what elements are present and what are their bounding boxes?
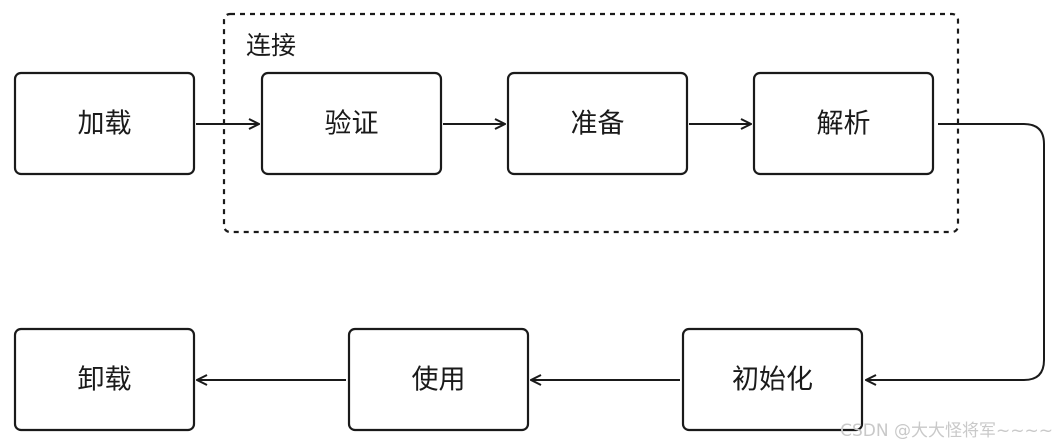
node-verify: 验证 [260,71,443,176]
node-prepare-label: 准备 [571,109,625,140]
node-initialize: 初始化 [681,327,864,432]
node-use: 使用 [347,327,530,432]
node-resolve-label: 解析 [817,109,871,140]
node-load: 加载 [13,71,196,176]
edge-resolve-initialize [866,123,1045,380]
node-initialize-label: 初始化 [732,365,813,396]
node-load-label: 加载 [78,109,132,140]
node-unload: 卸载 [13,327,196,432]
watermark: CSDN @大大怪将军~~~~ [840,421,1053,441]
node-prepare: 准备 [506,71,689,176]
node-resolve: 解析 [752,71,935,176]
node-unload-label: 卸载 [78,365,132,396]
node-verify-label: 验证 [325,109,379,140]
connect-group-label: 连接 [246,31,296,60]
node-use-label: 使用 [412,365,466,396]
